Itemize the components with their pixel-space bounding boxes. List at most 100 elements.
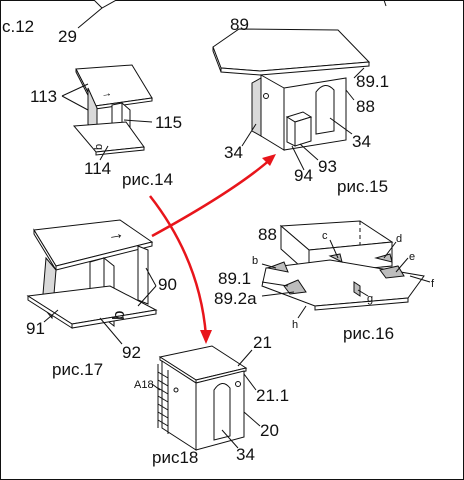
label-20: 20 — [260, 421, 279, 440]
leader-94 — [291, 145, 305, 171]
leader-34-left — [241, 123, 257, 147]
fig18-ladder — [157, 364, 169, 434]
fig14-arrow-mark: ↑ — [100, 91, 113, 99]
label-93: 93 — [318, 157, 337, 176]
leader-e — [395, 257, 409, 273]
label-89-1-fig16: 89.1 — [218, 269, 251, 288]
leader-88 — [345, 89, 355, 101]
arrow-fig14-to-fig18 — [149, 195, 208, 337]
label-113: 113 — [30, 87, 57, 106]
leader-f — [409, 275, 431, 283]
arrow-head-fig15 — [262, 154, 276, 166]
label-92: 92 — [122, 343, 141, 362]
fig12-part-edge — [93, 0, 118, 9]
arrow-head-fig18 — [200, 330, 212, 344]
label-115: 115 — [155, 113, 182, 132]
fig16-tab-c — [328, 253, 343, 263]
fig17-right-leg — [137, 245, 149, 305]
leader-c — [329, 239, 339, 259]
fig14-b-mark: b — [93, 144, 105, 150]
fig15-left-panel — [251, 77, 262, 137]
label-94: 94 — [294, 166, 313, 185]
leader-89-1-fig16 — [261, 281, 289, 287]
fig16-tab-b — [266, 261, 289, 273]
label-88: 88 — [356, 97, 375, 116]
leader-g — [357, 289, 369, 297]
fig18-house: 21 21.1 20 34 A18 рис18 — [134, 333, 289, 467]
label-d: d — [396, 233, 402, 245]
fig15-box-front — [294, 116, 312, 147]
label-34-right: 34 — [352, 132, 371, 151]
label-h: h — [292, 319, 298, 331]
fig16-tab-g — [353, 281, 361, 297]
figure-label-16: рис.16 — [343, 324, 394, 343]
fig17-bottom-side — [27, 295, 73, 329]
label-114: 114 — [84, 159, 111, 178]
leader-114 — [99, 145, 109, 161]
fig14-part: ↑ b 113 115 114 рис.14 — [30, 64, 182, 189]
fig15-door — [315, 85, 335, 135]
leader-89-2a — [261, 291, 295, 297]
fig15-roof-side — [212, 46, 222, 73]
fig14-bottom-plate — [72, 121, 145, 153]
fig17-b-mark: b — [109, 311, 128, 320]
leader-92 — [99, 317, 123, 345]
fig15-left-wall — [260, 74, 285, 151]
figure-label-18: рис18 — [152, 448, 198, 467]
leader-113a — [61, 83, 89, 97]
label-b: b — [252, 255, 258, 267]
label-A18: A18 — [134, 379, 154, 391]
fig16-base-edge — [314, 297, 409, 311]
leader-21-1 — [243, 373, 257, 391]
label-34-left: 34 — [224, 143, 243, 162]
red-arrows — [149, 154, 276, 344]
label-89-1: 89.1 — [356, 72, 389, 91]
label-91: 91 — [26, 319, 45, 338]
leader-29 — [77, 7, 103, 29]
label-29: 29 — [58, 27, 77, 46]
fig16-tab-89 — [283, 279, 307, 295]
fig15-window — [263, 93, 269, 99]
leader-34-fig18 — [221, 429, 239, 449]
fig14-bottom-edge — [95, 146, 145, 156]
label-21-1: 21.1 — [256, 386, 289, 405]
leader-34-right — [329, 117, 353, 135]
leader-113b — [61, 95, 89, 111]
label-g: g — [367, 293, 373, 305]
fig15-box-side — [286, 116, 296, 147]
leader-90b — [137, 285, 157, 307]
fig18-left-window — [173, 387, 179, 393]
figure-label-15: рис.15 — [337, 177, 388, 196]
leader-b — [261, 263, 277, 269]
label-90: 90 — [158, 275, 177, 294]
leader-90a — [145, 267, 157, 287]
figure-label-17: рис.17 — [52, 360, 103, 379]
leader-d — [383, 241, 397, 259]
fig17-arrow-mark: ↑ — [107, 231, 127, 243]
label-21: 21 — [253, 333, 272, 352]
fig16-assembly: 88 c d b e 89.1 89.2a f g h рис.16 — [214, 220, 435, 343]
leader-21 — [237, 349, 253, 367]
leader-89-1 — [353, 67, 365, 79]
label-e: e — [409, 251, 415, 263]
leader-115 — [123, 119, 153, 123]
leader-h — [297, 305, 307, 319]
label-f: f — [431, 278, 435, 290]
leader-A18 — [151, 383, 161, 391]
label-89-2a: 89.2a — [214, 289, 257, 308]
label-88-fig16: 88 — [258, 225, 277, 244]
fig17-part: ↑ b 90 91 92 рис.17 — [26, 219, 177, 379]
label-34-fig18: 34 — [236, 445, 255, 464]
figure-label-14: рис.14 — [122, 170, 173, 189]
fig12-fragment: 29 с.12 — [2, 0, 387, 46]
label-c: c — [322, 230, 328, 242]
figure-label-12: с.12 — [2, 17, 34, 36]
label-89: 89 — [230, 15, 249, 34]
fig15-house: 89 89.1 88 34 34 93 94 рис.15 — [212, 15, 389, 196]
leader-91 — [43, 309, 59, 323]
leader-20 — [243, 411, 261, 427]
fig18-door — [213, 383, 231, 441]
leader-93 — [299, 143, 319, 161]
